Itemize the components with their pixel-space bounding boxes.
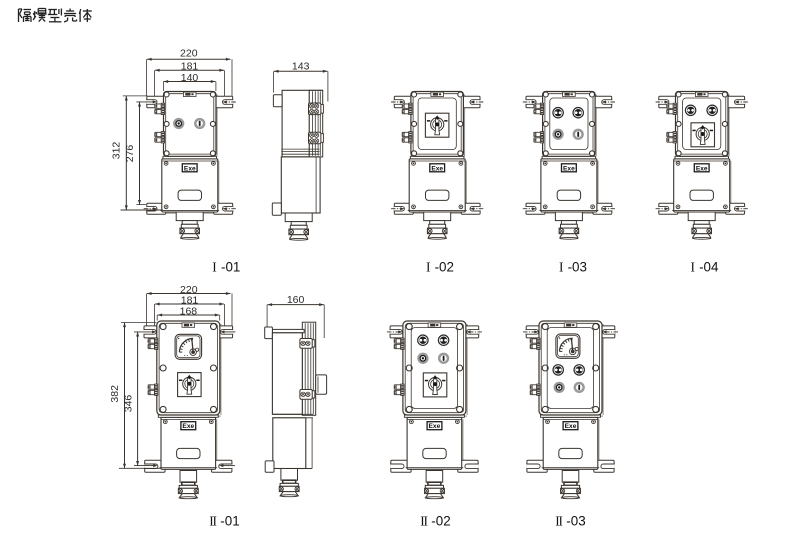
svg-text:276: 276 bbox=[124, 145, 136, 163]
svg-text:I: I bbox=[426, 260, 430, 275]
svg-text:143: 143 bbox=[292, 61, 310, 73]
svg-text:-02: -02 bbox=[435, 260, 454, 275]
svg-text:I: I bbox=[212, 260, 216, 275]
svg-text:-04: -04 bbox=[699, 260, 719, 275]
svg-text:I: I bbox=[691, 260, 695, 275]
svg-text:Exe: Exe bbox=[563, 165, 575, 172]
svg-text:140: 140 bbox=[181, 72, 199, 84]
svg-text:220: 220 bbox=[180, 48, 198, 60]
svg-text:Exe: Exe bbox=[429, 423, 441, 430]
svg-text:-01: -01 bbox=[220, 514, 239, 529]
svg-text:Exe: Exe bbox=[565, 423, 577, 430]
svg-text:II: II bbox=[555, 514, 562, 529]
svg-text:Exe: Exe bbox=[431, 165, 443, 172]
svg-text:346: 346 bbox=[122, 395, 134, 413]
svg-text:181: 181 bbox=[181, 61, 199, 73]
svg-text:312: 312 bbox=[111, 142, 123, 160]
svg-text:382: 382 bbox=[109, 385, 121, 403]
svg-text:I: I bbox=[559, 260, 563, 275]
svg-text:-02: -02 bbox=[431, 514, 450, 529]
svg-text:II: II bbox=[209, 514, 216, 529]
svg-text:II: II bbox=[420, 514, 427, 529]
svg-text:-03: -03 bbox=[566, 514, 585, 529]
svg-text:Exe: Exe bbox=[696, 165, 708, 172]
svg-text:-01: -01 bbox=[221, 260, 240, 275]
svg-text:Exe: Exe bbox=[184, 165, 196, 172]
svg-text:-03: -03 bbox=[568, 260, 587, 275]
svg-text:168: 168 bbox=[180, 305, 198, 317]
svg-text:Exe: Exe bbox=[182, 423, 194, 430]
svg-text:160: 160 bbox=[287, 294, 305, 306]
